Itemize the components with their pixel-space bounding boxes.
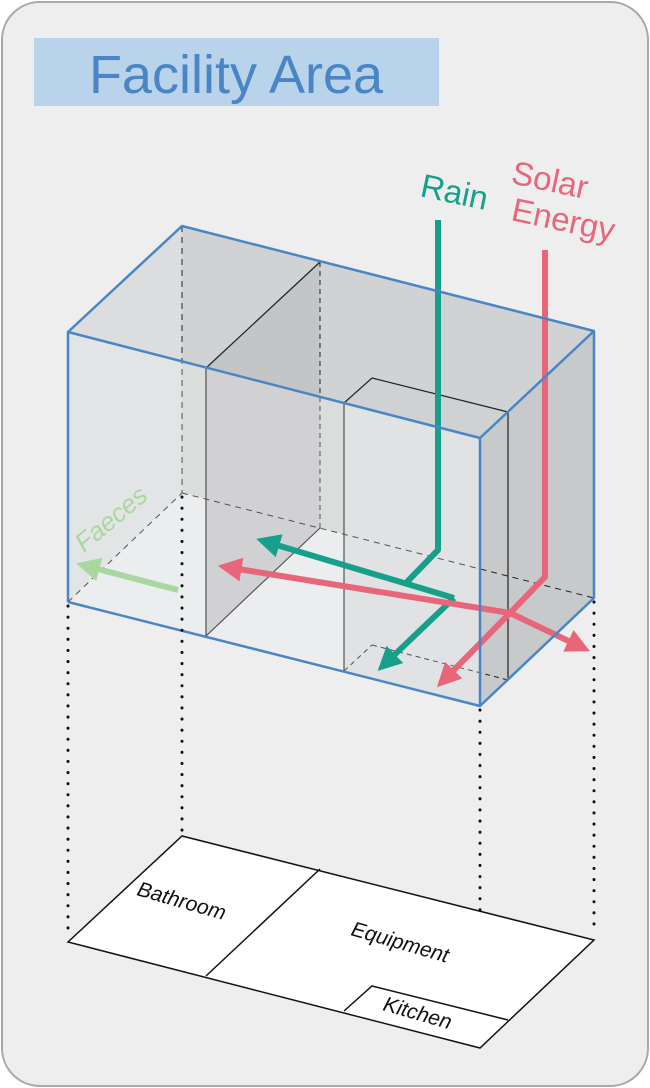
front-face — [68, 332, 480, 706]
hidden-edge — [67, 492, 183, 603]
kitchen-block-front — [344, 403, 480, 706]
left-wall — [68, 226, 182, 602]
plan-kitchen-wall — [343, 985, 509, 1021]
hidden-edge — [181, 492, 595, 599]
kitchen-hidden-edge — [371, 644, 509, 681]
solar-arrow-right — [508, 610, 590, 652]
rain-arrow-left — [256, 534, 455, 601]
solar-arrow-left — [217, 557, 511, 616]
floor-plan-outline — [66, 835, 596, 1049]
kitchen-block-top — [344, 378, 508, 438]
rain-main-arrow — [402, 220, 441, 587]
page-title: Facility Area — [89, 45, 384, 105]
title-band — [34, 38, 439, 106]
rain-arrow-kitchen — [377, 595, 457, 671]
partition-edge — [205, 261, 321, 369]
solar-main-line — [507, 250, 548, 616]
partition-edge — [205, 527, 321, 637]
solar-arrow-kitchen — [436, 610, 513, 688]
kitchen-hidden-edge — [343, 644, 373, 672]
plan-bathroom-wall — [205, 868, 321, 977]
bathroom-partition-face — [206, 262, 320, 636]
kitchen-edge — [343, 377, 373, 404]
faeces-arrow — [76, 557, 179, 593]
